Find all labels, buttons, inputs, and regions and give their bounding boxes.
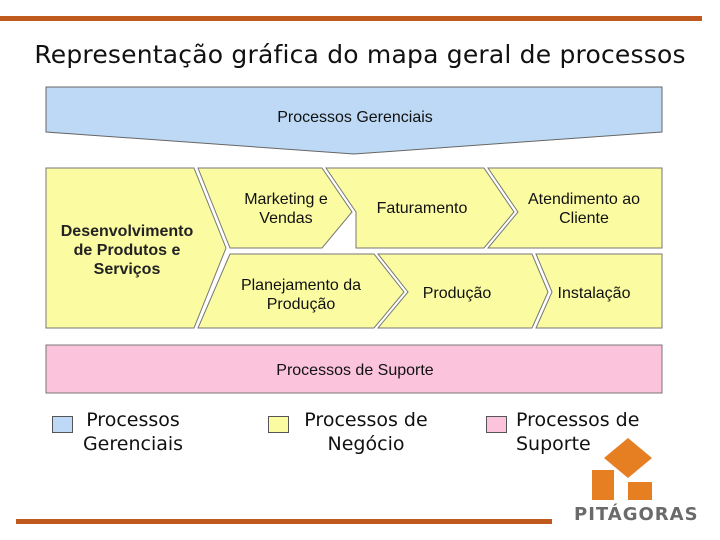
page-title: Representação gráfica do mapa geral de p… xyxy=(34,40,686,69)
legend-label-business: Processos de Negócio xyxy=(304,409,428,455)
top-accent-bar xyxy=(0,16,702,21)
chevron-producao xyxy=(376,253,549,329)
managerial-band xyxy=(45,86,663,155)
chevron-dev-products xyxy=(45,167,227,329)
label-faturamento: Faturamento xyxy=(376,200,468,217)
legend-swatch-business xyxy=(268,416,289,433)
label-producao: Produção xyxy=(422,285,492,302)
label-instalacao: Instalação xyxy=(557,285,631,302)
legend-label-managerial: Processos Gerenciais xyxy=(82,409,184,455)
legend-label-support: Processos de Suporte xyxy=(516,409,640,455)
legend-swatch-support xyxy=(486,416,507,433)
pitagoras-logo-text: PITÁGORAS xyxy=(574,504,699,525)
chevron-faturamento xyxy=(325,167,515,249)
label-planejamento: Planejamento da Produção xyxy=(240,277,362,313)
label-marketing: Marketing e Vendas xyxy=(244,191,328,227)
pitagoras-logo-icon xyxy=(592,438,652,500)
chevron-atendimento xyxy=(486,167,663,249)
support-band-label: Processos de Suporte xyxy=(276,362,434,379)
chevron-planejamento xyxy=(197,253,405,329)
label-dev-products: Desenvolvimento de Produtos e Serviços xyxy=(60,223,194,278)
legend-swatch-managerial xyxy=(52,416,73,433)
bottom-accent-bar xyxy=(16,519,552,524)
support-band xyxy=(45,344,663,394)
label-atendimento: Atendimento ao Cliente xyxy=(527,191,641,227)
chevron-marketing xyxy=(197,167,353,249)
managerial-band-label: Processos Gerenciais xyxy=(277,109,433,126)
chevron-instalacao xyxy=(535,253,663,329)
business-process-area xyxy=(45,167,663,329)
